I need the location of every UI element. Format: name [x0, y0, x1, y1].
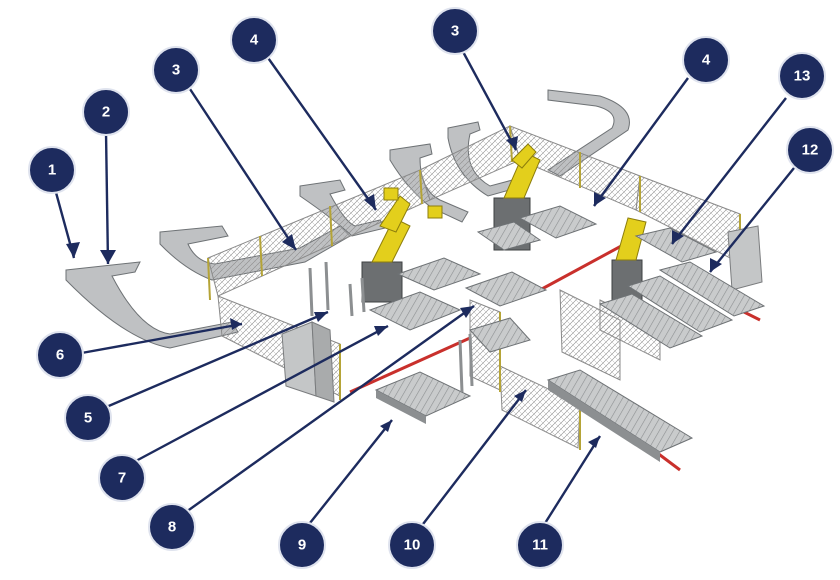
- callout-badge-7: 7: [98, 454, 146, 502]
- svg-text:4: 4: [250, 32, 259, 49]
- callout-badge-5: 5: [64, 394, 112, 442]
- callout-badge-4b: 4: [682, 36, 730, 84]
- leader-7: [133, 324, 389, 464]
- callout-badge-11: 11: [516, 521, 564, 569]
- callout-badge-3b: 3: [431, 7, 479, 55]
- pallet-conveyor-right-group: [598, 227, 766, 349]
- leader-8: [185, 305, 475, 513]
- pallet-conveyor-a: [368, 291, 462, 331]
- pallet-conveyor-c: [464, 271, 548, 307]
- callout-badge-13: 13: [778, 52, 826, 100]
- svg-text:13: 13: [794, 68, 811, 85]
- svg-text:3: 3: [172, 62, 180, 79]
- pallet-conveyor-outfeed-right: [546, 369, 694, 462]
- control-cabinet-right: [727, 225, 763, 291]
- robot-station-right: [611, 217, 647, 301]
- svg-text:4: 4: [702, 52, 711, 69]
- callout-badge-12: 12: [786, 126, 834, 174]
- robot-station-left: [361, 187, 411, 303]
- pallet-conveyor-b: [396, 257, 482, 291]
- pallet-conveyor-outfeed-left: [374, 371, 472, 424]
- stretch-wrapper-frames: [308, 261, 474, 393]
- leader-2: [104, 131, 110, 265]
- svg-text:12: 12: [802, 142, 819, 159]
- leader-12: [709, 167, 795, 273]
- svg-text:9: 9: [298, 537, 306, 554]
- callout-badge-1: 1: [28, 146, 76, 194]
- svg-text:6: 6: [56, 347, 64, 364]
- leader-4a: [265, 54, 377, 211]
- leader-10: [419, 389, 527, 529]
- callout-badge-6: 6: [36, 331, 84, 379]
- svg-text:11: 11: [532, 537, 548, 554]
- svg-text:5: 5: [84, 410, 92, 427]
- callout-badge-8: 8: [148, 503, 196, 551]
- callout-badge-9: 9: [278, 521, 326, 569]
- pallet-conveyor-e: [476, 205, 598, 251]
- leader-3a: [186, 85, 298, 251]
- callout-badge-4a: 4: [230, 16, 278, 64]
- leader-11: [540, 435, 602, 529]
- callout-badge-2: 2: [82, 88, 130, 136]
- leader-arrowheads: [66, 136, 722, 448]
- pallet-conveyor-d: [469, 317, 531, 353]
- svg-text:3: 3: [451, 23, 459, 40]
- leader-5: [103, 310, 329, 410]
- leader-6: [75, 322, 243, 356]
- leader-3b: [459, 47, 518, 151]
- leader-13: [671, 97, 787, 245]
- svg-text:2: 2: [102, 104, 110, 121]
- svg-text:8: 8: [168, 519, 176, 536]
- leader-4b: [593, 77, 689, 207]
- svg-text:10: 10: [404, 537, 421, 554]
- leader-9: [305, 419, 393, 529]
- svg-text:1: 1: [48, 162, 56, 179]
- callout-badge-10: 10: [388, 521, 436, 569]
- svg-text:7: 7: [118, 470, 126, 487]
- callout-leaders: [50, 47, 795, 529]
- control-cabinet-left: [281, 321, 335, 403]
- callout-badge-3a: 3: [152, 46, 200, 94]
- small-yellow-unit: [427, 205, 443, 219]
